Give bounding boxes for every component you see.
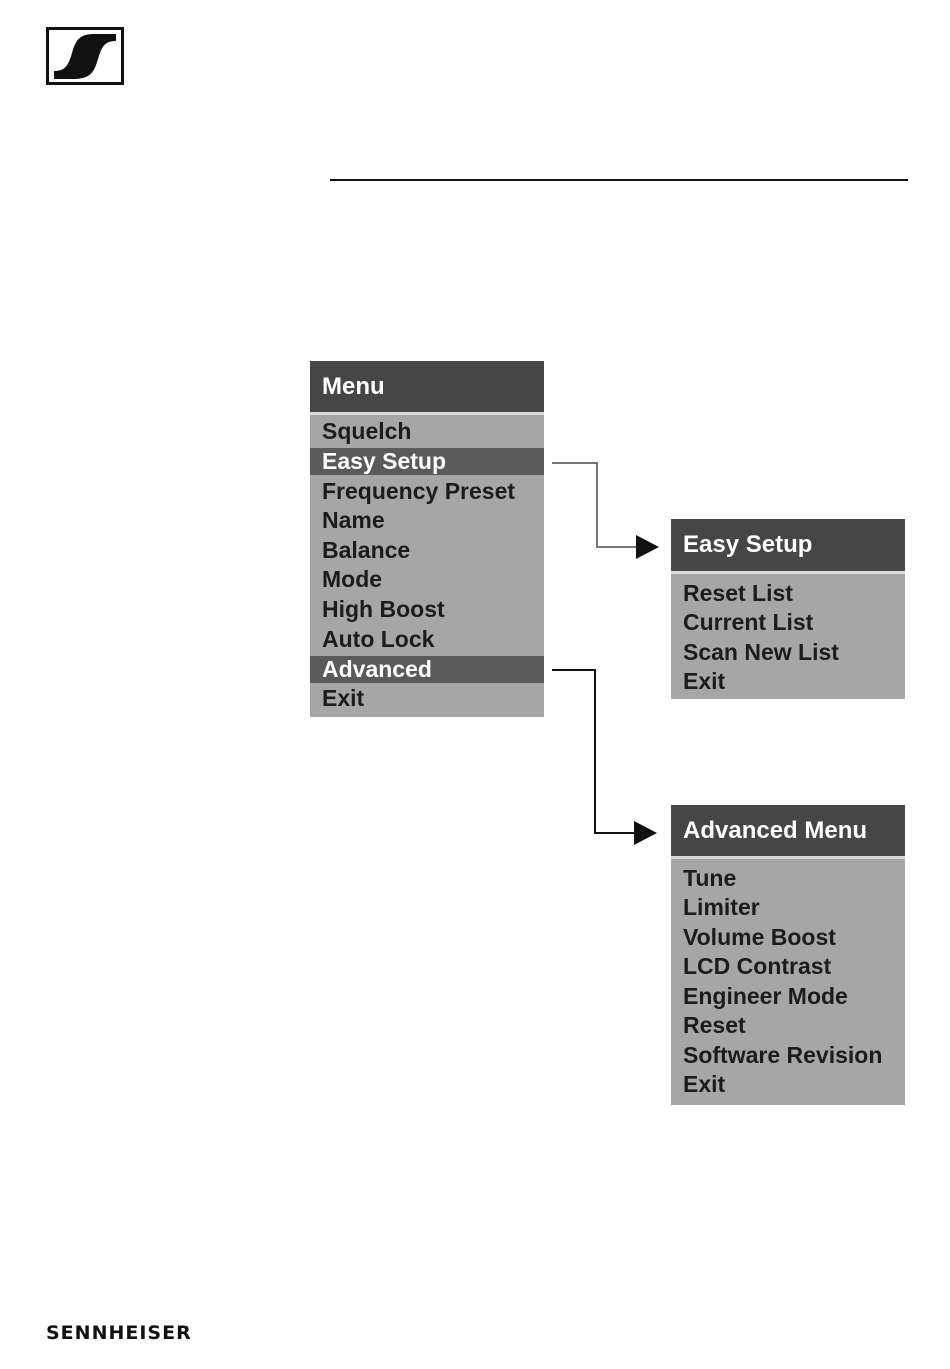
advanced-item-limiter[interactable]: Limiter bbox=[671, 894, 905, 921]
easy-setup-item-scan-new-list[interactable]: Scan New List bbox=[671, 639, 905, 666]
menu-item-frequency-preset[interactable]: Frequency Preset bbox=[310, 478, 544, 505]
menu-item-easy-setup[interactable]: Easy Setup bbox=[310, 448, 544, 475]
menu-item-exit[interactable]: Exit bbox=[310, 685, 544, 712]
menu-item-name[interactable]: Name bbox=[310, 507, 544, 534]
menu-item-mode[interactable]: Mode bbox=[310, 566, 544, 593]
advanced-item-reset[interactable]: Reset bbox=[671, 1012, 905, 1039]
brand-wordmark: SENNHEISER bbox=[46, 1322, 192, 1344]
easy-setup-item-current-list[interactable]: Current List bbox=[671, 609, 905, 636]
easy-setup-menu-panel: Easy Setup Reset List Current List Scan … bbox=[671, 519, 905, 699]
connector-easy-setup bbox=[552, 463, 659, 559]
advanced-menu-panel: Advanced Menu Tune Limiter Volume Boost … bbox=[671, 805, 905, 1105]
main-menu-title: Menu bbox=[310, 361, 544, 415]
easy-setup-item-reset-list[interactable]: Reset List bbox=[671, 580, 905, 607]
menu-item-squelch[interactable]: Squelch bbox=[310, 418, 544, 445]
advanced-item-exit[interactable]: Exit bbox=[671, 1071, 905, 1098]
menu-item-balance[interactable]: Balance bbox=[310, 537, 544, 564]
advanced-item-tune[interactable]: Tune bbox=[671, 865, 905, 892]
header-rule bbox=[330, 179, 908, 181]
arrow-right-icon bbox=[634, 821, 657, 845]
menu-item-high-boost[interactable]: High Boost bbox=[310, 596, 544, 623]
easy-setup-item-exit[interactable]: Exit bbox=[671, 668, 905, 695]
main-menu-panel: Menu Squelch Easy Setup Frequency Preset… bbox=[310, 361, 544, 717]
connector-advanced bbox=[552, 670, 657, 845]
arrow-right-icon bbox=[636, 535, 659, 559]
easy-setup-menu-title: Easy Setup bbox=[671, 519, 905, 574]
advanced-item-engineer-mode[interactable]: Engineer Mode bbox=[671, 983, 905, 1010]
advanced-menu-title: Advanced Menu bbox=[671, 805, 905, 859]
advanced-item-software-revision[interactable]: Software Revision bbox=[671, 1042, 905, 1069]
advanced-item-lcd-contrast[interactable]: LCD Contrast bbox=[671, 953, 905, 980]
sennheiser-logo-icon bbox=[46, 27, 124, 85]
menu-item-advanced[interactable]: Advanced bbox=[310, 656, 544, 683]
menu-item-auto-lock[interactable]: Auto Lock bbox=[310, 626, 544, 653]
advanced-item-volume-boost[interactable]: Volume Boost bbox=[671, 924, 905, 951]
